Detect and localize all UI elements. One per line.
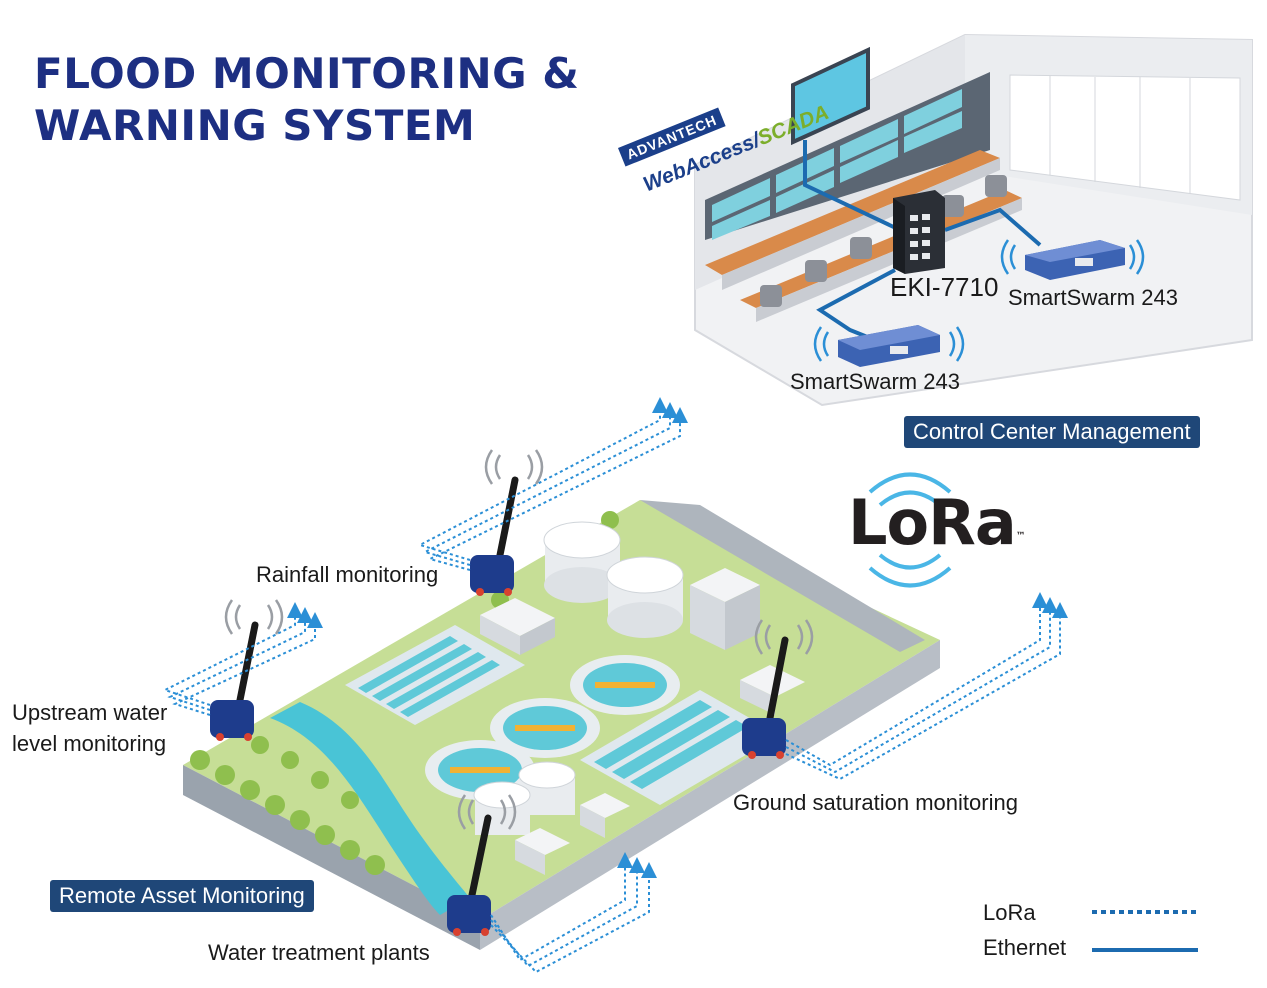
filter-basins [345, 625, 780, 805]
ethernet-links [803, 140, 1042, 340]
sensor-rainfall-icon [470, 476, 519, 596]
sensor-water-plant-icon [447, 814, 492, 936]
sensor-signal-icons [224, 449, 814, 830]
sensors [210, 449, 814, 936]
upstream-label-line2: level monitoring [12, 731, 167, 756]
sensor-upstream-icon [210, 621, 259, 741]
upstream-label-line1: Upstream water [12, 700, 168, 725]
lora-logo: LoRa™ [848, 486, 1026, 559]
title-line-2: WARNING SYSTEM [34, 101, 476, 150]
sensor-ground-icon [742, 636, 789, 759]
title-line-1: FLOOD MONITORING & [34, 49, 580, 98]
big-screen [791, 46, 870, 146]
lora-links [162, 397, 1068, 974]
ground-label: Ground saturation monitoring [733, 790, 1018, 815]
trees [190, 511, 619, 875]
treatment-plant-base [183, 500, 940, 950]
eki-switch-label: EKI-7710 [890, 272, 999, 302]
legend-ethernet-label: Ethernet [983, 935, 1067, 960]
eki-7710-switch [893, 190, 945, 274]
legend-lora-label: LoRa [983, 900, 1036, 925]
buildings [480, 568, 805, 875]
lora-logo-text: LoRa [848, 486, 1017, 559]
smartswarm-gateway-left [838, 325, 940, 367]
river [270, 702, 470, 915]
page-title: FLOOD MONITORING & WARNING SYSTEM [34, 48, 579, 152]
gateway-right-label: SmartSwarm 243 [1008, 285, 1178, 310]
storage-tanks [473, 521, 684, 835]
water-plants-label: Water treatment plants [208, 940, 430, 965]
monitor-wall [705, 72, 990, 240]
smartswarm-gateway-right [1025, 240, 1125, 280]
rainfall-label: Rainfall monitoring [256, 562, 439, 587]
chairs [760, 175, 1007, 307]
gateway-wireless-icon [813, 239, 1145, 362]
remote-asset-tag: Remote Asset Monitoring [50, 880, 314, 912]
clarifiers [425, 655, 680, 800]
control-room [694, 33, 1253, 407]
gateway-left-label: SmartSwarm 243 [790, 369, 960, 394]
control-center-tag: Control Center Management [904, 416, 1200, 448]
lora-trademark: ™ [1015, 531, 1026, 542]
lora-logo-waves [868, 472, 952, 588]
